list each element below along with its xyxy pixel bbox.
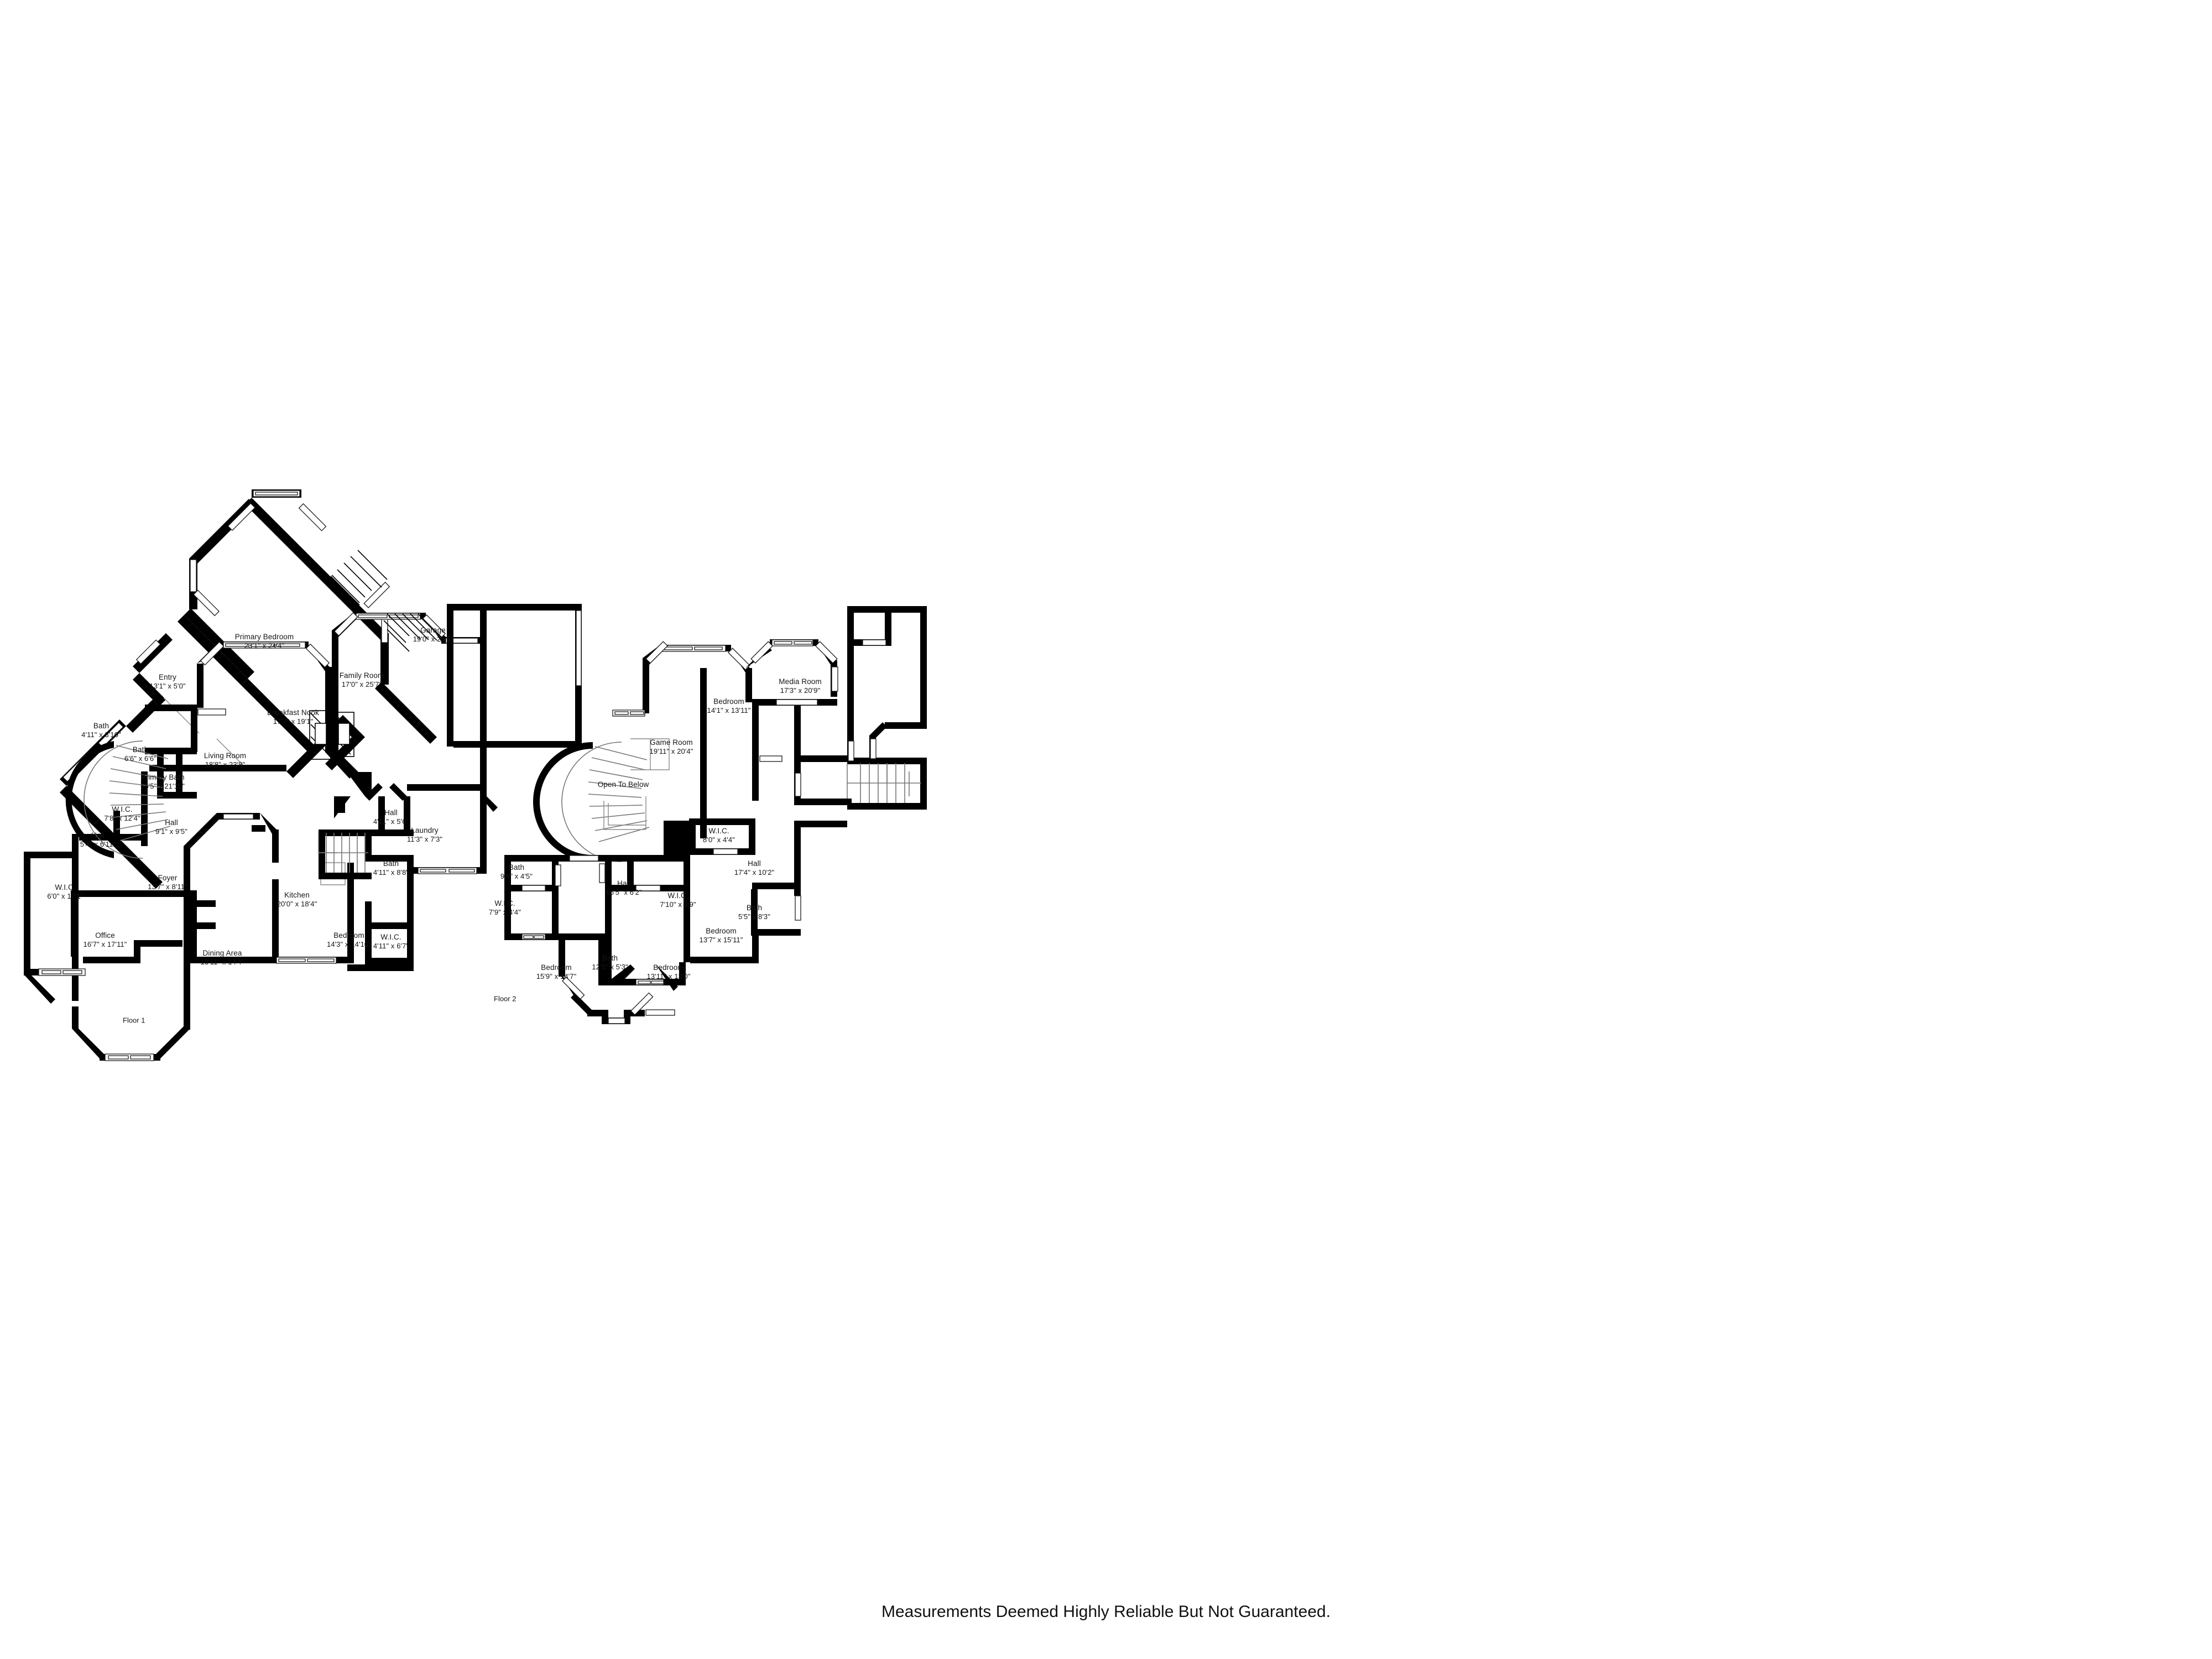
floor-tag-floor-2: Floor 2	[494, 994, 517, 1003]
laundry-windows	[418, 867, 477, 874]
dining-area-outline	[184, 813, 279, 963]
disclaimer-note: Measurements Deemed Highly Reliable But …	[881, 1603, 1331, 1621]
floor2-curved-stair	[533, 738, 670, 862]
media-room-openings	[848, 639, 886, 761]
floor2-right-openings	[635, 755, 801, 985]
living-room-windows	[197, 641, 330, 716]
floor-2-geometry	[504, 606, 927, 1024]
primary-bedroom-hearth	[330, 550, 388, 606]
family-room-outline	[480, 607, 498, 812]
laundry-hall-bedroom	[319, 772, 487, 971]
open-to-below-rail	[603, 796, 646, 830]
floor-tag-floor-1: Floor 1	[123, 1016, 145, 1025]
family-room-stair-hatch	[383, 613, 443, 652]
office-windows	[38, 968, 154, 1061]
bedroom-stair-treads	[318, 833, 368, 873]
floor2-right-window-extras	[645, 1009, 675, 1016]
primary-bedroom-windows	[190, 490, 390, 643]
garage-outline	[447, 604, 582, 748]
bedroom2-windows	[750, 639, 838, 706]
curved-stair-treads	[84, 740, 171, 859]
game-room-outline	[643, 645, 752, 838]
entry-hall-foyer	[65, 705, 437, 963]
kitchen-windows	[276, 957, 337, 964]
dining-windows	[223, 813, 254, 820]
floor-1-geometry	[24, 489, 582, 1061]
floor2-right-rooms	[605, 706, 852, 991]
primary-bedroom-outline	[184, 489, 421, 728]
floor2-left-openings	[521, 855, 654, 1024]
garage-door	[576, 610, 582, 686]
game-room-windows	[612, 641, 750, 717]
media-room-stair-treads	[847, 763, 921, 803]
